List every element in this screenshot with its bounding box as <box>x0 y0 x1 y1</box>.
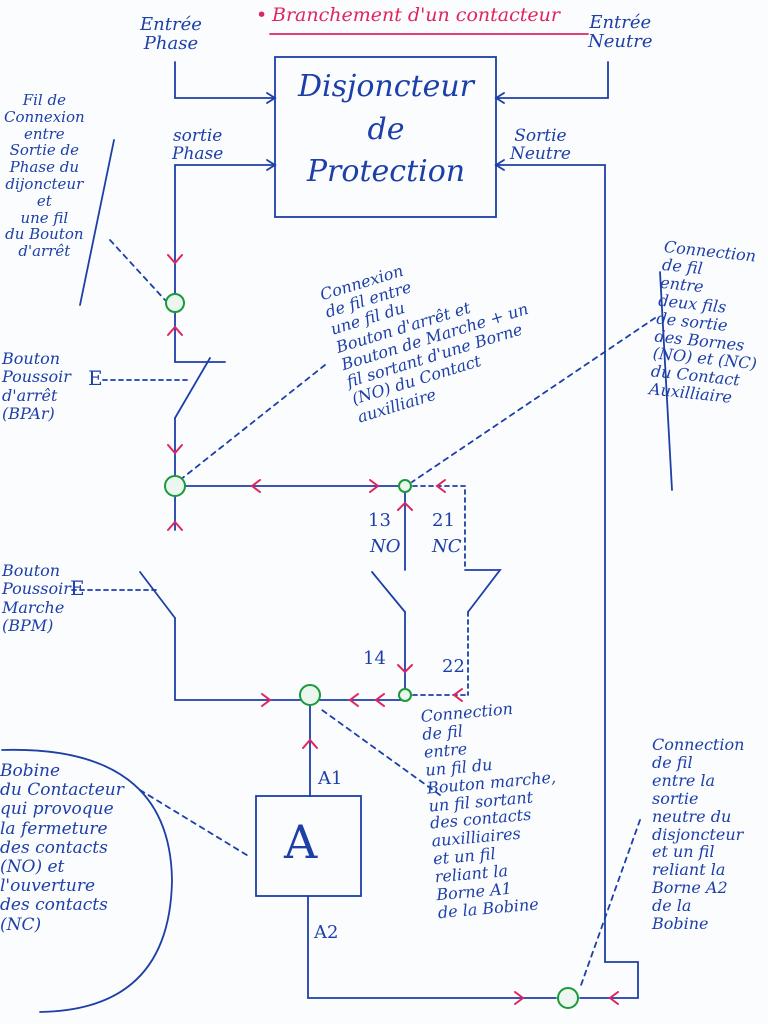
phase-input-arrow <box>266 92 277 104</box>
arrow-left-5 <box>452 688 463 702</box>
phase-output-label: sortie Phase <box>172 126 224 164</box>
neutral-output-wire <box>495 164 639 999</box>
annotation-aux-node: Connection de fil entre deux fils de sor… <box>648 237 758 408</box>
start-button-e: E <box>70 576 85 600</box>
terminal-21: 21 <box>432 510 455 531</box>
arrow-down-3 <box>397 664 413 674</box>
coil-desc-bubble <box>1 748 173 1013</box>
node-top-bus <box>164 475 186 497</box>
arrow-left-6 <box>608 991 619 1005</box>
pointer-aux-node <box>411 317 656 483</box>
a2-wire <box>307 895 557 999</box>
node-coil <box>299 684 321 706</box>
pointer-neutral-node <box>579 819 641 989</box>
arrow-up-1 <box>167 325 183 336</box>
arrow-down-2 <box>167 444 183 455</box>
phase-output-wire <box>174 164 276 363</box>
pointer-coil-desc <box>139 789 251 858</box>
pointer-stop-node <box>179 364 326 481</box>
arrow-right-3 <box>514 991 525 1005</box>
annotation-coil-node: Connection de fil entre un fil du Bouton… <box>419 698 557 923</box>
node-neutral <box>557 987 579 1009</box>
coil-letter: A <box>284 815 318 869</box>
nc-21-wire <box>404 485 466 571</box>
terminal-a2: A2 <box>314 922 339 943</box>
breaker-box <box>274 56 497 218</box>
title-bullet: • <box>256 4 268 26</box>
terminal-14: 14 <box>363 648 386 669</box>
phase-input-label: Entrée Phase <box>140 14 202 54</box>
arrow-left-1 <box>250 479 261 493</box>
aux-no-contact <box>371 571 406 613</box>
diagram-title: Branchement d'un contacteur <box>272 4 560 26</box>
separator-right <box>659 271 673 491</box>
phase-input-wire <box>174 61 276 99</box>
terminal-13: 13 <box>368 510 391 531</box>
current-arrows <box>167 254 619 1005</box>
neutral-input-label: Entrée Neutre <box>588 12 653 52</box>
arrow-right-1 <box>369 479 380 493</box>
stop-button-label: Bouton Poussoir d'arrêt (BPAr) <box>2 349 71 424</box>
arrow-up-3 <box>397 501 413 511</box>
separator-left <box>79 139 115 306</box>
stop-button-contact <box>174 357 211 419</box>
arrow-left-3 <box>348 693 359 707</box>
annotation-neutral-node: Connection de fil entre la sortie neutre… <box>652 735 745 934</box>
node-aux-bottom <box>398 688 412 702</box>
pointer-fil-connexion <box>109 239 166 301</box>
node-stop-input <box>165 293 185 313</box>
aux-nc-contact <box>464 569 502 613</box>
arrow-left-2 <box>435 479 446 493</box>
neutral-input-arrow <box>494 92 505 104</box>
neutral-output-arrow <box>494 159 505 171</box>
phase-output-arrow <box>266 159 277 171</box>
start-button-label: Bouton Poussoir Marche (BPM) <box>2 561 71 636</box>
terminal-no: NO <box>370 536 401 557</box>
pointer-coil-node <box>321 709 441 796</box>
arrow-up-4 <box>302 738 318 749</box>
annotation-fil-connexion: Fil de Connexion entre Sortie de Phase d… <box>4 91 85 261</box>
start-button-left-contact <box>139 571 176 619</box>
connection-nodes <box>164 293 579 1009</box>
node-aux-top <box>398 479 412 493</box>
arrow-up-2 <box>167 520 183 531</box>
arrow-right-2 <box>261 693 272 707</box>
breaker-label: Disjoncteur de Protection <box>297 69 474 190</box>
terminal-22: 22 <box>442 656 465 677</box>
terminal-nc: NC <box>432 536 462 557</box>
arrow-left-4 <box>374 693 385 707</box>
neutral-input-wire <box>495 61 609 99</box>
stop-button-e: E <box>88 366 103 390</box>
terminal-a1: A1 <box>318 768 343 789</box>
annotation-coil-desc: Bobine du Contacteur qui provoque la fer… <box>0 761 124 935</box>
neutral-output-label: Sortie Neutre <box>510 126 571 164</box>
arrow-down-1 <box>167 254 183 265</box>
